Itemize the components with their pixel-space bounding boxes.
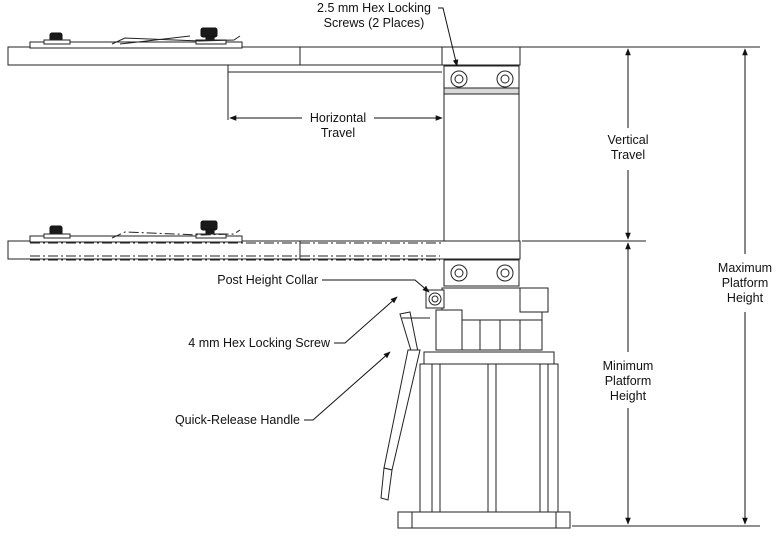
quick-release-handle-callout: Quick-Release Handle xyxy=(175,351,391,427)
maximum-platform-height-label-line2: Platform xyxy=(722,276,769,290)
hex-locking-screw-4mm-callout: 4 mm Hex Locking Screw xyxy=(188,296,398,350)
horizontal-travel-label-line1: Horizontal xyxy=(310,111,366,125)
lower-carriage-block xyxy=(443,259,520,287)
minimum-platform-height-dimension: Minimum Platform Height xyxy=(603,242,654,525)
minimum-platform-height-label-line2: Platform xyxy=(605,374,652,388)
minimum-platform-height-label-line3: Height xyxy=(610,389,647,403)
maximum-platform-height-label-line3: Height xyxy=(727,291,764,305)
horizontal-travel-label-line2: Travel xyxy=(321,126,355,140)
upper-platform xyxy=(7,27,521,73)
hex-locking-screws-callout: 2.5 mm Hex Locking Screws (2 Places) xyxy=(317,1,459,67)
vertical-post xyxy=(443,94,520,258)
hex-screw-left xyxy=(450,70,468,88)
extension-lines xyxy=(227,46,760,527)
hex-locking-screws-label-line1: 2.5 mm Hex Locking xyxy=(317,1,431,15)
lower-platform xyxy=(7,220,521,261)
post-height-collar-callout: Post Height Collar xyxy=(217,273,430,293)
vertical-travel-label-line1: Vertical xyxy=(608,133,649,147)
minimum-platform-height-label-line1: Minimum xyxy=(603,359,654,373)
hex-screw-right xyxy=(496,70,514,88)
upper-carriage-block xyxy=(443,65,520,95)
maximum-platform-height-label-line1: Maximum xyxy=(718,261,772,275)
horizontal-travel-dimension: Horizontal Travel xyxy=(229,111,443,140)
vertical-travel-label-line2: Travel xyxy=(611,148,645,162)
quick-release-handle-label: Quick-Release Handle xyxy=(175,413,300,427)
clamp-body xyxy=(425,287,549,351)
pedestal-base xyxy=(397,351,571,529)
vertical-travel-dimension: Vertical Travel xyxy=(608,48,649,240)
quick-release-handle xyxy=(380,311,430,501)
post-height-collar-label: Post Height Collar xyxy=(217,273,318,287)
hex-locking-screws-label-line2: Screws (2 Places) xyxy=(324,16,425,30)
maximum-platform-height-dimension: Maximum Platform Height xyxy=(718,48,772,525)
hex-locking-screw-4mm-label: 4 mm Hex Locking Screw xyxy=(188,336,331,350)
